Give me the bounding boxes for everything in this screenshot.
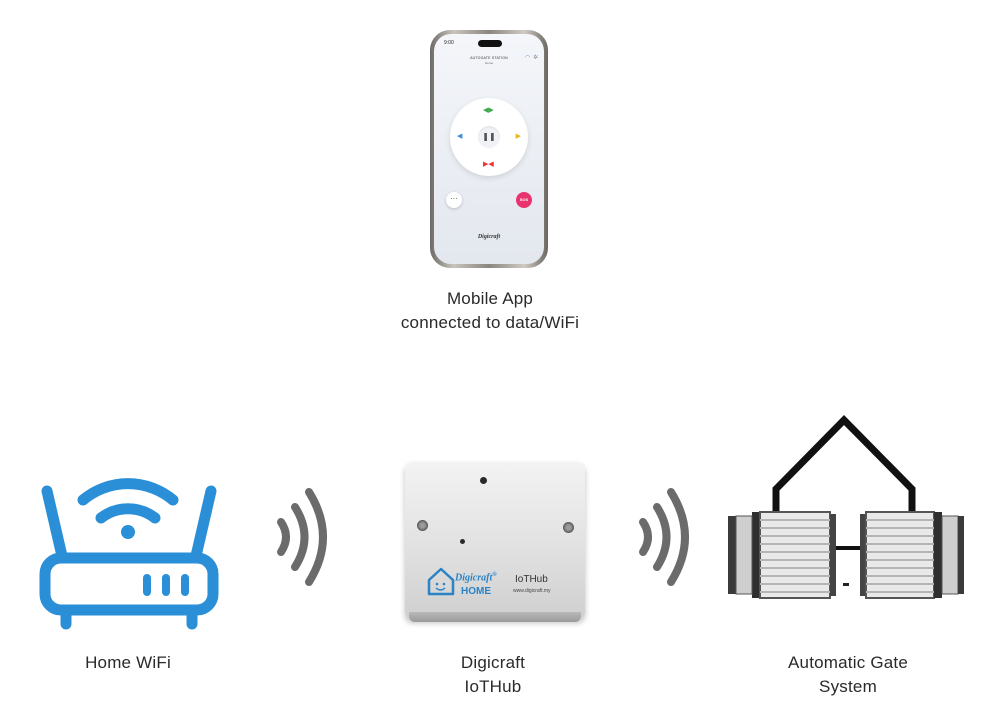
hub-brand-name: Digicraft xyxy=(455,572,493,584)
wifi-signal-icon xyxy=(277,488,327,586)
more-button: ··· xyxy=(446,192,462,208)
hub-url-text: www.digicraft.my xyxy=(513,588,551,594)
right-icon: ▶ xyxy=(515,133,521,140)
hub-product-text: IoTHub xyxy=(515,574,548,585)
pause-icon: ❚❚ xyxy=(478,126,500,148)
dynamic-island xyxy=(478,40,502,47)
control-dial: ◀▶ ◀ ▶ ▶◀ ❚❚ xyxy=(450,98,528,176)
open-both-icon: ◀▶ xyxy=(483,107,494,114)
hub-screw xyxy=(563,522,574,533)
caption-line: connected to data/WiFi xyxy=(400,313,580,332)
gate-caption: Automatic Gate System xyxy=(738,651,958,699)
caption-line: Mobile App xyxy=(446,289,534,308)
phone-time: 9:00 xyxy=(444,40,454,46)
phone-brand-logo: Digicraft xyxy=(477,234,501,240)
left-icon: ◀ xyxy=(457,133,463,140)
hub-registered-mark: ® xyxy=(492,572,497,578)
router-icon xyxy=(39,478,219,630)
house-outline-icon xyxy=(772,415,916,513)
hub-brand-text: Digicraft® xyxy=(455,572,497,583)
phone-app-title: AUTOGATE STATION xyxy=(470,56,508,60)
iot-hub-caption: Digicraft IoTHub xyxy=(393,651,593,699)
hub-body: Digicraft® HOME IoTHub www.digicraft.my xyxy=(405,462,585,620)
wifi-signal-icon xyxy=(639,488,689,586)
phone-app-subtitle: Home xyxy=(484,61,493,65)
caption-line: Digicraft xyxy=(460,653,526,672)
caption-line: Automatic Gate xyxy=(788,653,908,672)
phone-gear-icon: ✲ xyxy=(532,55,538,61)
hub-top-hole xyxy=(480,477,487,484)
home-wifi-caption: Home WiFi xyxy=(28,651,228,675)
caption-line: Home WiFi xyxy=(85,653,171,672)
hub-bottom-edge xyxy=(409,612,581,622)
hub-home-text: HOME xyxy=(461,586,491,597)
gate-icon xyxy=(728,511,964,599)
caption-line: System xyxy=(819,677,877,696)
mobile-phone-image: 9:00 AUTOGATE STATION Home ◠ ✲ ◀▶ ◀ ▶ ▶◀… xyxy=(430,30,548,268)
phone-wifi-icon: ◠ xyxy=(524,55,530,61)
phone-screen: 9:00 AUTOGATE STATION Home ◠ ✲ ◀▶ ◀ ▶ ▶◀… xyxy=(434,34,544,264)
caption-line: IoTHub xyxy=(464,677,522,696)
hub-led xyxy=(460,539,465,544)
mobile-app-caption: Mobile App connected to data/WiFi xyxy=(340,287,640,335)
hub-screw xyxy=(417,520,428,531)
sos-button: SOS xyxy=(516,192,532,208)
hub-house-logo-icon xyxy=(427,567,455,596)
close-both-icon: ▶◀ xyxy=(483,161,494,168)
iot-hub-device-image: Digicraft® HOME IoTHub www.digicraft.my xyxy=(405,462,585,622)
